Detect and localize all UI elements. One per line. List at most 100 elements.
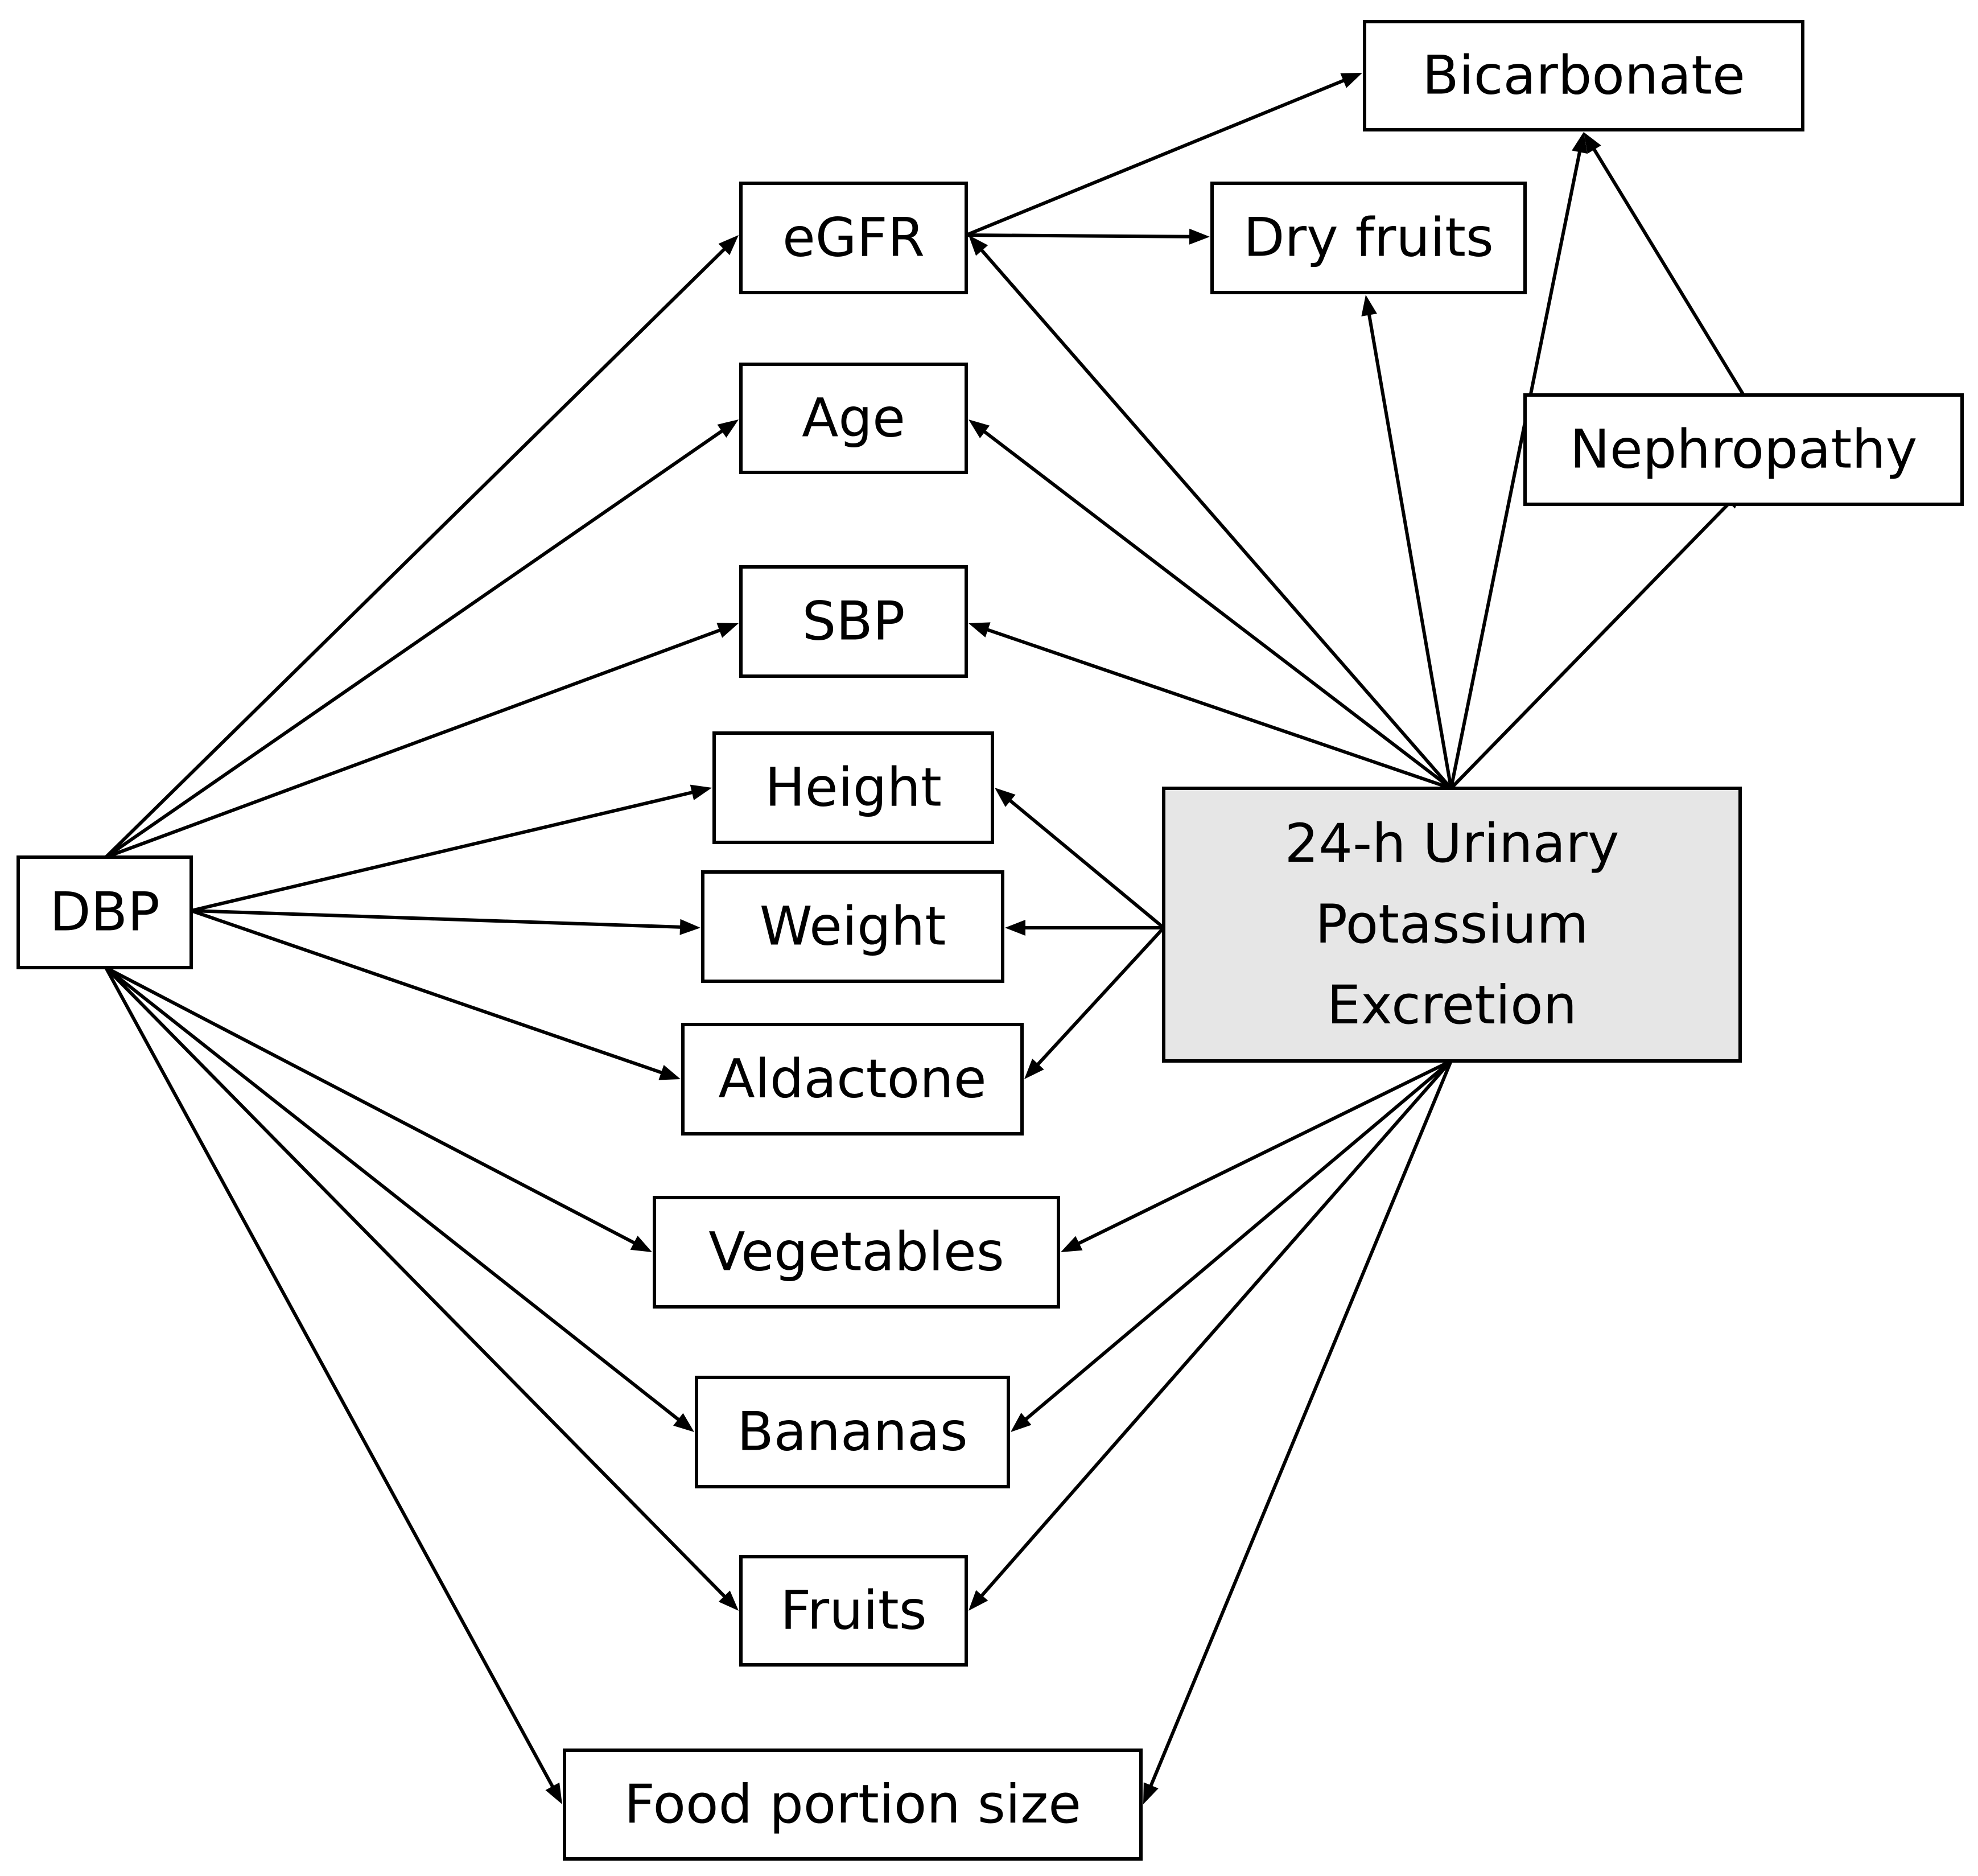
node-egfr: eGFR [739,182,968,294]
node-box [1162,787,1742,1063]
node-box [739,363,968,474]
edge-dbp-to-vegetables [105,966,652,1252]
edge-line [105,427,726,859]
node-label: eGFR [782,207,925,269]
edge-dbp-to-egfr [104,235,739,859]
node-box [739,1555,968,1667]
node-bicarbonate: Bicarbonate [1363,20,1804,131]
node-label: DBP [50,882,160,944]
edge-dbp-to-sbp [105,623,739,859]
edge-urinary-potassium-to-bicarbonate [1449,132,1588,789]
edge-dbp-to-aldactone [191,909,681,1080]
edge-nephropathy-to-bicarbonate [1584,132,1745,396]
edge-urinary-potassium-to-age [969,419,1452,790]
arrowhead-icon [630,1235,652,1252]
node-label: Dry fruits [1243,207,1494,269]
edge-dbp-to-age [105,419,739,859]
edge-line [978,1060,1453,1599]
node-label: Bicarbonate [1422,45,1745,107]
node-box [17,855,193,969]
edge-dbp-to-weight [191,909,700,935]
edge-line [1007,797,1165,929]
arrowhead-icon [995,788,1016,807]
arrowhead-icon [1061,1236,1083,1252]
edge-dbp-to-fruits [104,966,739,1611]
node-fruits: Fruits [739,1555,968,1667]
edge-line [1148,1060,1453,1789]
node-box [653,1196,1060,1309]
edge-urinary-potassium-to-sbp [969,622,1452,790]
node-bananas: Bananas [695,1376,1010,1488]
node-box [1523,393,1964,506]
edge-urinary-potassium-to-vegetables [1061,1059,1452,1252]
node-dry-fruits: Dry fruits [1210,182,1527,294]
arrowhead-icon [718,235,739,256]
node-label: Weight [760,896,946,958]
edge-line [104,966,728,1600]
node-label: SBP [802,591,905,653]
arrowhead-icon [1361,295,1377,316]
arrowhead-icon [658,1065,681,1080]
arrowhead-icon [690,784,712,800]
edge-urinary-potassium-to-dry-fruits [1361,295,1453,789]
arrowhead-icon [969,419,990,438]
edge-dbp-to-food-portion-size [104,966,562,1804]
node-age: Age [739,363,968,474]
edge-line [965,77,1347,237]
node-food-portion-size: Food portion size [563,1749,1143,1861]
edge-line [104,966,556,1791]
arrowhead-icon [673,1413,694,1432]
node-label: Excretion [1327,974,1577,1036]
edge-line [191,789,696,912]
edge-line [104,245,728,859]
node-box [739,565,968,678]
nodes-layer: Bicarbonate eGFR Dry fruitsAgeNephropathyS… [17,20,1964,1861]
arrowhead-icon [545,1782,562,1804]
node-label: Nephropathy [1570,419,1918,481]
node-sbp: SBP [739,565,968,678]
edge-line [1449,148,1582,789]
edge-line [105,966,682,1423]
arrowhead-icon [1189,228,1210,245]
node-label: Food portion size [624,1774,1081,1836]
node-box [1363,20,1804,131]
edge-line [1035,926,1165,1068]
arrowhead-icon [1584,132,1601,154]
edge-urinary-potassium-to-egfr [969,235,1453,789]
edge-line [984,627,1452,790]
arrowhead-icon [1005,920,1025,936]
node-box [739,182,968,294]
edge-egfr-to-dry-fruits [966,228,1210,245]
arrowhead-icon [717,419,739,438]
arrowhead-icon [716,623,739,638]
edge-line [981,428,1452,790]
edge-urinary-potassium-to-food-portion-size [1143,1060,1453,1804]
node-box [712,731,994,844]
node-aldactone: Aldactone [681,1023,1024,1136]
edge-dbp-to-height [191,784,712,912]
edge-line [191,909,665,1076]
node-label: Vegetables [708,1221,1004,1283]
edge-line [966,233,1193,238]
edge-line [1367,311,1453,789]
arrowhead-icon [1340,73,1362,88]
node-box [1210,182,1527,294]
node-label: Fruits [780,1580,926,1642]
node-box [681,1023,1024,1136]
node-nephropathy: Nephropathy [1523,393,1964,506]
edge-dbp-to-bananas [105,966,694,1432]
arrowhead-icon [969,235,988,256]
edge-urinary-potassium-to-weight [1005,920,1164,936]
arrowhead-icon [718,1590,739,1611]
node-label: Age [802,388,905,450]
node-label: Potassium [1315,894,1589,956]
node-box [701,870,1004,983]
edge-urinary-potassium-to-nephropathy [1449,488,1744,790]
edges-layer [104,73,1745,1804]
node-height: Height [712,731,994,844]
arrowhead-icon [969,622,991,637]
node-label: Bananas [737,1401,967,1463]
edge-line [105,966,638,1246]
